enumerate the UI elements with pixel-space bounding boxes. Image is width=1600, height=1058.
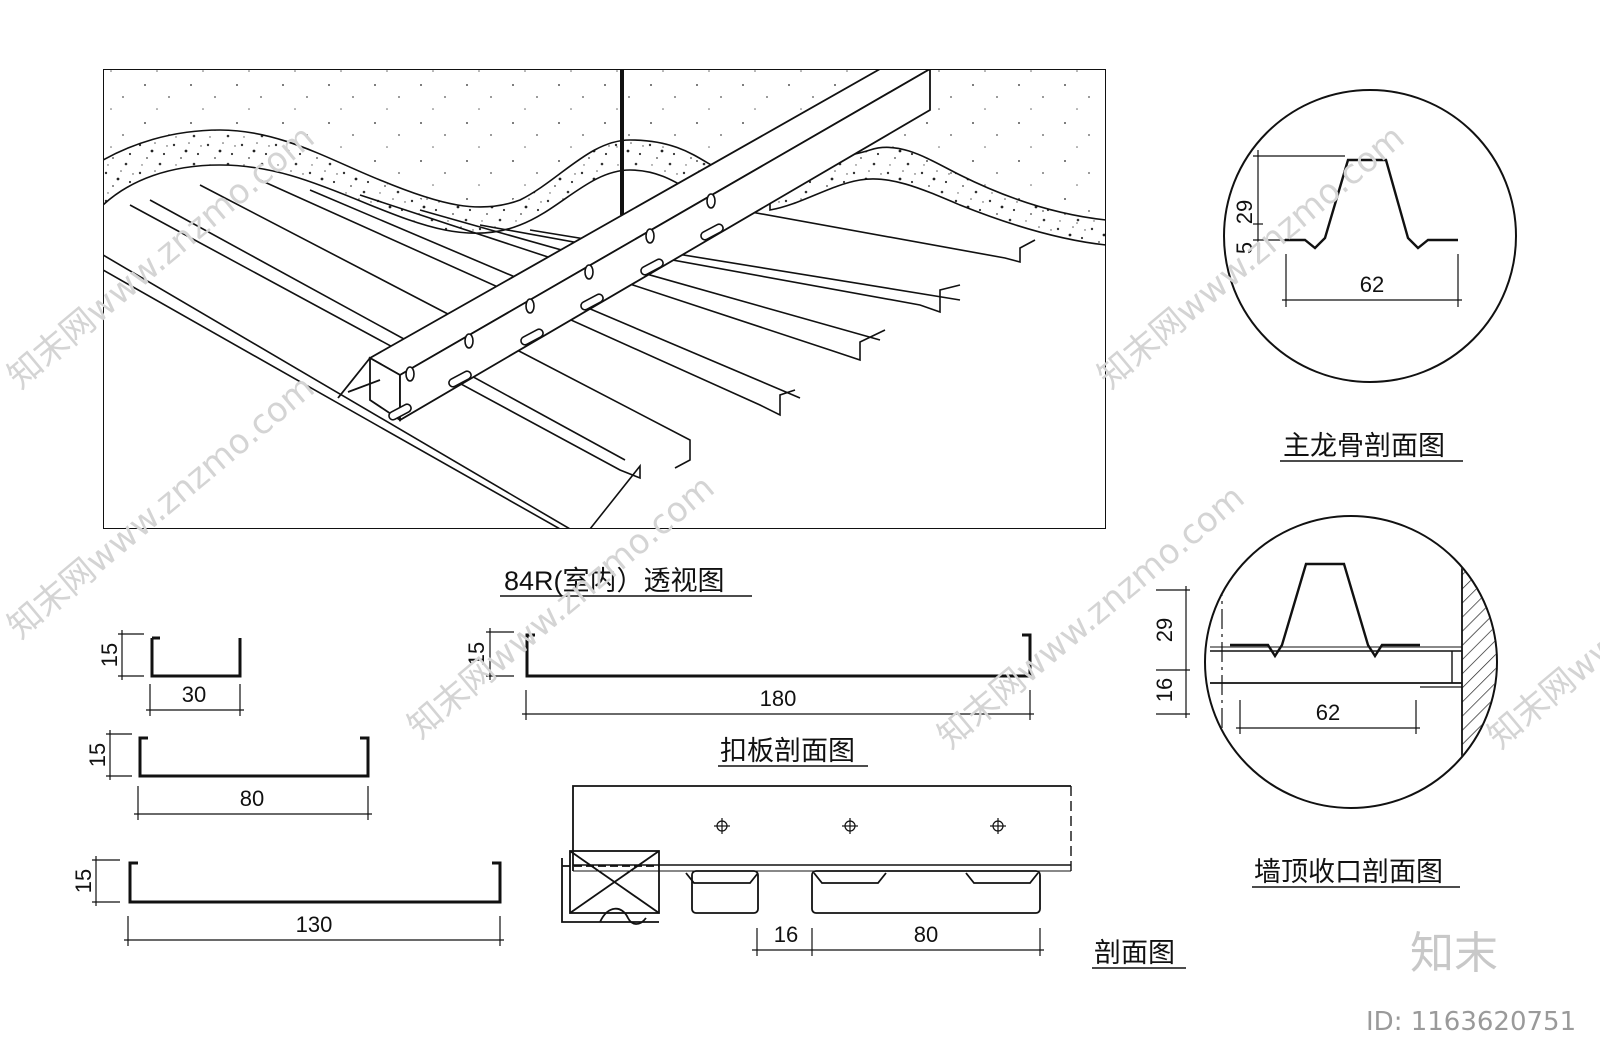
- hanger-points: [714, 818, 1006, 834]
- dim-panel-30-width: 30: [182, 682, 206, 707]
- dim-section-pitch: 80: [914, 922, 938, 947]
- dim-panel-180-width: 180: [760, 686, 797, 711]
- dim-wall-keel-height: 29: [1152, 618, 1177, 642]
- dim-panel-130-width: 130: [296, 912, 333, 937]
- dim-keel-width: 62: [1360, 272, 1384, 297]
- panel-section-caption: 扣板剖面图: [720, 736, 855, 766]
- dim-panel-130-height: 15: [71, 869, 96, 893]
- dim-wall-gap: 16: [1152, 678, 1177, 702]
- section-caption: 剖面图: [1094, 938, 1175, 968]
- dim-panel-80-width: 80: [240, 786, 264, 811]
- keel-holes: [388, 193, 724, 421]
- main-keel-caption: 主龙骨剖面图: [1283, 431, 1445, 461]
- dim-panel-30-height: 15: [97, 643, 122, 667]
- wall-keel-profile: [1230, 562, 1420, 659]
- watermark-id: ID: 1163620751: [1366, 1007, 1576, 1037]
- wall-top-caption: 墙顶收口剖面图: [1254, 857, 1443, 887]
- panel-profile-80: [106, 730, 372, 820]
- panel-profile-180: [486, 628, 1034, 720]
- main-keel-section: 29 5 62: [1223, 89, 1517, 383]
- dim-section-gap: 16: [774, 922, 798, 947]
- perspective-caption: 84R(室内）透视图: [504, 566, 725, 596]
- perspective-view: [103, 69, 1106, 529]
- assembly-section: [561, 785, 1072, 956]
- dim-keel-height: 29: [1232, 200, 1257, 224]
- wall-angle: [561, 850, 660, 925]
- keel-profile: [1285, 158, 1458, 250]
- clip-panels: [685, 870, 1041, 914]
- dim-keel-lip: 5: [1232, 242, 1257, 254]
- svg-text:知末网www.znzmo.com: 知末网www.znzmo.com: [1090, 117, 1412, 396]
- dim-panel-80-height: 15: [85, 743, 110, 767]
- watermark-brand: 知末: [1410, 928, 1498, 979]
- dim-wall-keel-width: 62: [1316, 700, 1340, 725]
- wall-hatch: [1462, 517, 1496, 807]
- panel-profile-30: [118, 630, 244, 716]
- dim-panel-180-height: 15: [464, 642, 489, 666]
- svg-text:知末网www.znzmo.com: 知末网www.znzmo.com: [1480, 477, 1600, 756]
- panel-strip: [103, 254, 571, 529]
- ceiling-panels: [103, 179, 1036, 529]
- main-keel-outline: [572, 785, 1071, 871]
- wall-top-section: 29 16 62: [1152, 515, 1498, 809]
- panel-profile-130: [92, 856, 504, 946]
